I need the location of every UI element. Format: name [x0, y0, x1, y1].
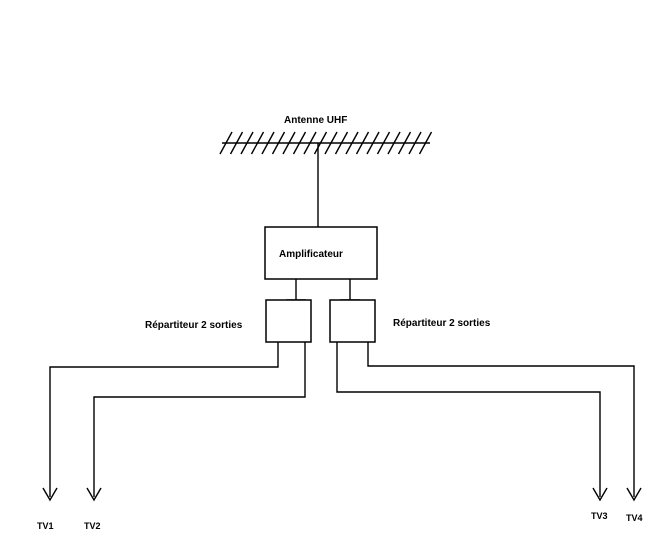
antenna-elements [219, 131, 433, 155]
antenna-element [418, 131, 433, 155]
tv4-label: TV4 [626, 513, 643, 523]
cable-tv3 [336, 342, 601, 497]
tv-cables [49, 342, 635, 497]
amplifier-splitter-cables [286, 279, 360, 301]
antenna-element [303, 131, 317, 155]
cable-tv2 [93, 342, 306, 497]
antenna-element [324, 131, 338, 155]
antenna-label: Antenne UHF [284, 115, 347, 126]
tv1-label: TV1 [37, 521, 54, 531]
antenna-element [250, 131, 265, 155]
amplifier-label: Amplificateur [279, 249, 343, 260]
antenna-element [313, 131, 328, 155]
antenna-element [397, 131, 412, 155]
uhf-antenna-icon [219, 131, 433, 155]
antenna-element [229, 131, 244, 155]
tv3-arrow-icon [592, 487, 608, 502]
antenna-element [387, 131, 401, 155]
antenna-element [345, 131, 359, 155]
cable-tv4 [367, 342, 635, 497]
antenna-element [334, 131, 349, 155]
cable-tv1 [49, 342, 279, 497]
antenna-element [282, 131, 296, 155]
amplifier-box [264, 226, 378, 280]
antenna-element [408, 131, 422, 155]
antenna-element [376, 131, 391, 155]
antenna-element [261, 131, 275, 155]
tv4-arrow-icon [626, 487, 642, 502]
antenna-element [219, 131, 233, 155]
tv1-arrow-icon [42, 487, 58, 502]
antenna-element [271, 131, 286, 155]
antenna-element [240, 131, 254, 155]
antenna-element [355, 131, 370, 155]
splitter-left-box [265, 299, 312, 343]
splitter-right-label: Répartiteur 2 sorties [393, 318, 491, 329]
splitter-left-label: Répartiteur 2 sorties [145, 320, 243, 331]
tv2-label: TV2 [84, 521, 101, 531]
tv2-arrow-icon [86, 487, 102, 502]
tv3-label: TV3 [591, 511, 608, 521]
splitter-right-box [329, 299, 376, 343]
antenna-element [366, 131, 380, 155]
antenna-element [292, 131, 307, 155]
